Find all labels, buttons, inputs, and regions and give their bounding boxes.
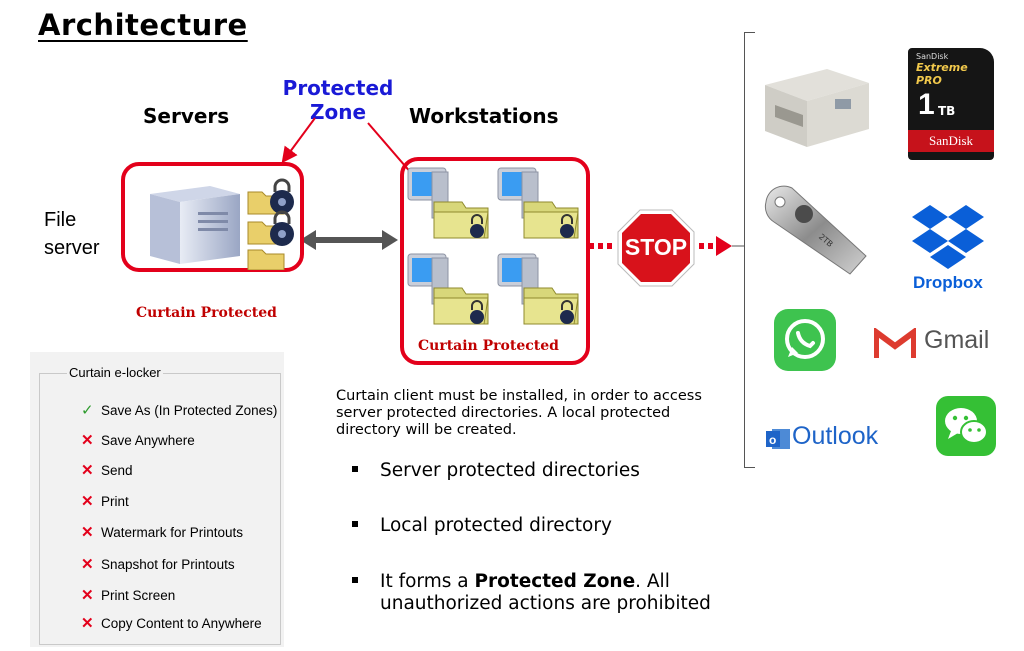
e-locker-title: Curtain e-locker <box>67 365 163 380</box>
file-server-label: File server <box>44 209 100 259</box>
printer-icon <box>765 69 869 147</box>
servers-zone-box <box>121 162 304 272</box>
bullet-item: Local protected directory <box>352 515 612 537</box>
locker-option-send[interactable]: ✕ Send <box>81 461 133 479</box>
servers-label: Servers <box>143 104 230 128</box>
workstations-zone-box <box>400 157 590 365</box>
bullet-item: Server protected directories <box>352 460 640 482</box>
bullet-text: It forms a Protected Zone. All unauthori… <box>380 571 730 615</box>
install-note: Curtain client must be installed, in ord… <box>336 388 702 438</box>
e-locker-panel: Curtain e-locker ✓ Save As (In Protected … <box>30 352 284 647</box>
locker-option-label: Save As (In Protected Zones) <box>101 403 278 418</box>
locker-option-save-anywhere[interactable]: ✕ Save Anywhere <box>81 431 195 449</box>
locker-option-copy-content[interactable]: ✕ Copy Content to Anywhere <box>81 614 262 632</box>
dropbox-icon <box>912 205 984 269</box>
computer-icon <box>497 167 579 239</box>
bullet-marker <box>352 577 358 583</box>
workstations-label: Workstations <box>409 104 559 128</box>
gmail-icon <box>874 328 916 358</box>
svg-text:o: o <box>769 433 776 447</box>
gmail-label: Gmail <box>924 326 990 354</box>
sd-brand-small: SanDisk <box>916 52 949 61</box>
bullet-text: Local protected directory <box>380 515 612 536</box>
sd-line: Extreme PRO <box>916 61 968 87</box>
locker-option-label: Send <box>101 463 133 478</box>
locker-option-print-screen[interactable]: ✕ Print Screen <box>81 586 175 604</box>
cross-icon: ✕ <box>81 493 94 510</box>
cross-icon: ✕ <box>81 615 94 632</box>
locker-option-label: Print Screen <box>101 588 176 603</box>
locker-option-save-as[interactable]: ✓ Save As (In Protected Zones) <box>81 401 277 419</box>
locker-option-label: Copy Content to Anywhere <box>101 616 262 631</box>
pointer-to-servers <box>281 117 316 164</box>
cross-icon: ✕ <box>81 462 94 479</box>
dropbox-label: Dropbox <box>913 273 983 292</box>
bullet-text-pre: It forms a <box>380 571 475 592</box>
locker-option-label: Save Anywhere <box>101 433 195 448</box>
usb-drive-icon <box>764 185 867 275</box>
lock-icon <box>270 178 294 246</box>
sync-arrow <box>300 230 398 250</box>
page-title: Architecture <box>38 8 248 42</box>
server-icon <box>150 186 240 264</box>
sd-brand: SanDisk <box>908 130 994 152</box>
sd-card-icon: SanDisk Extreme PRO 1 TB SanDisk <box>908 48 994 160</box>
bullet-marker <box>352 466 358 472</box>
computer-icon <box>407 253 489 325</box>
locker-option-label: Print <box>101 494 129 509</box>
cross-icon: ✕ <box>81 556 94 573</box>
bullet-text-bold: Protected Zone <box>474 571 636 592</box>
server-lock-folders <box>247 178 294 270</box>
outlook-icon: o <box>766 429 790 449</box>
workstation-grid <box>407 167 579 325</box>
curtain-protected-servers: Curtain Protected <box>136 305 277 321</box>
stop-label: STOP <box>624 234 688 260</box>
sd-capacity: 1 <box>918 88 935 121</box>
cross-icon: ✕ <box>81 587 94 604</box>
cross-icon: ✕ <box>81 524 94 541</box>
locker-option-label: Snapshot for Printouts <box>101 557 235 572</box>
outlook-label: Outlook <box>792 422 879 450</box>
bullet-item: It forms a Protected Zone. All unauthori… <box>352 571 730 615</box>
bullet-text-post: . All unauthorized actions are prohibite… <box>380 571 711 614</box>
curtain-protected-workstations: Curtain Protected <box>418 338 559 354</box>
stop-sign-icon: STOP <box>616 208 696 288</box>
bullet-text: Server protected directories <box>380 460 640 481</box>
cross-icon: ✕ <box>81 432 94 449</box>
locker-option-snapshot[interactable]: ✕ Snapshot for Printouts <box>81 555 235 573</box>
wechat-icon <box>936 396 996 456</box>
locker-option-print[interactable]: ✕ Print <box>81 492 129 510</box>
locker-option-label: Watermark for Printouts <box>101 525 244 540</box>
targets-bracket <box>744 32 755 468</box>
computer-icon <box>497 253 579 325</box>
locker-option-watermark[interactable]: ✕ Watermark for Printouts <box>81 523 243 541</box>
whatsapp-icon <box>774 309 836 371</box>
protected-zone-label: Protected Zone <box>282 76 394 124</box>
blocked-arrowhead <box>716 236 732 256</box>
computer-icon <box>407 167 489 239</box>
sd-unit: TB <box>938 104 956 118</box>
check-icon: ✓ <box>81 402 94 419</box>
bullet-marker <box>352 521 358 527</box>
